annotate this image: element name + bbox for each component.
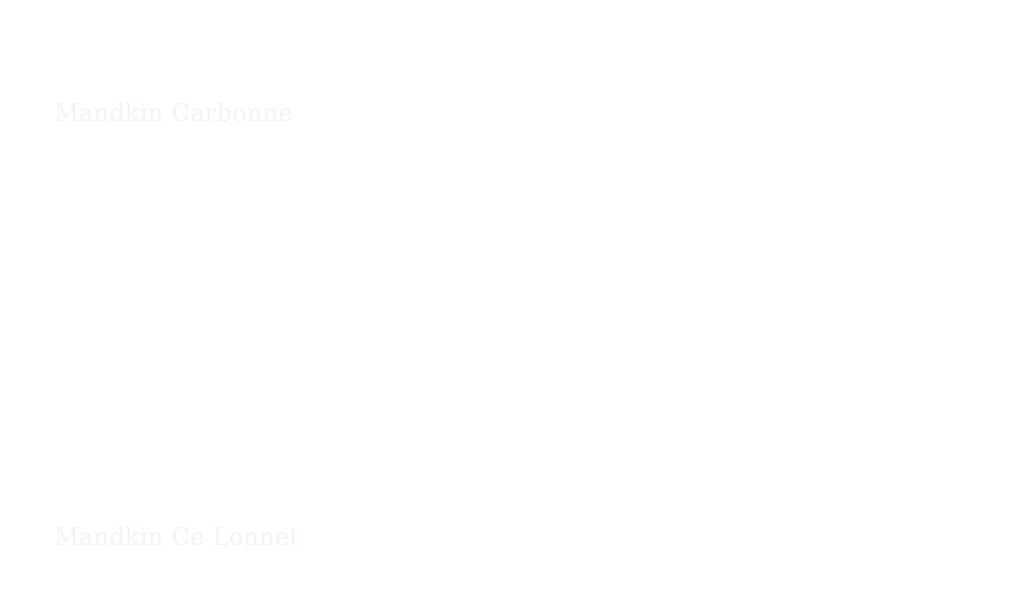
section-heading: Mandkin Carbonne	[54, 99, 293, 127]
section-heading: Mandkin Ce Lonnet	[54, 523, 300, 551]
